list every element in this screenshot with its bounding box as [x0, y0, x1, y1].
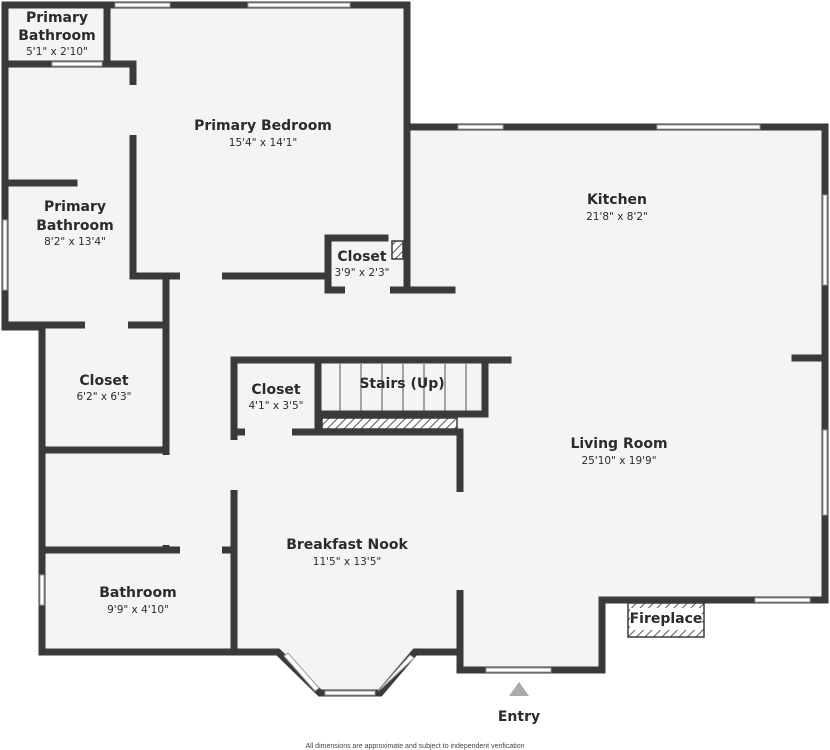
room-name: Stairs (Up) — [359, 376, 444, 392]
window — [2, 219, 8, 291]
room-name: Living Room — [570, 436, 667, 452]
room-label-breakfast-nook: Breakfast Nook 11'5" x 13'5" — [286, 537, 408, 568]
window — [39, 574, 45, 606]
room-dimensions: 5'1" x 2'10" — [26, 46, 88, 58]
room-name: Breakfast Nook — [286, 537, 408, 553]
room-dimensions: 6'2" x 6'3" — [76, 391, 131, 403]
room-name: Kitchen — [587, 192, 647, 208]
room-name: Bathroom — [18, 28, 96, 44]
room-label-primary-bath-small: Primary Bathroom 5'1" x 2'10" — [18, 10, 96, 58]
room-name: Bathroom — [36, 218, 114, 234]
windows — [2, 2, 828, 696]
room-dimensions: 4'1" x 3'5" — [248, 400, 303, 412]
fireplace-label-bg — [630, 608, 702, 630]
room-label-bathroom: Bathroom 9'9" x 4'10" — [99, 585, 177, 616]
room-dimensions: 3'9" x 2'3" — [334, 267, 389, 279]
entry-label: Entry — [498, 709, 540, 725]
room-dimensions: 15'4" x 14'1" — [229, 137, 297, 149]
window — [377, 654, 415, 692]
room-dimensions: 25'10" x 19'9" — [581, 455, 656, 467]
room-dimensions: 8'2" x 13'4" — [44, 236, 106, 248]
room-label-fireplace: Fireplace — [630, 608, 703, 630]
room-name: Primary — [26, 10, 88, 26]
room-label-stairs: Stairs (Up) — [359, 376, 444, 392]
walls — [1, 1, 829, 697]
stair-rail — [321, 417, 458, 430]
closet-shelf — [391, 240, 404, 260]
room-label-living-room: Living Room 25'10" x 19'9" — [570, 436, 667, 467]
door-openings — [85, 85, 465, 590]
room-name: Closet — [251, 382, 301, 398]
room-label-primary-bath: Primary Bathroom 8'2" x 13'4" — [36, 199, 114, 248]
window — [485, 667, 552, 673]
disclaimer: All dimensions are approximate and subje… — [305, 743, 524, 750]
room-label-closet-center: Closet 4'1" x 3'5" — [248, 382, 303, 412]
entry-arrow-icon — [509, 682, 529, 696]
room-name: Closet — [337, 249, 387, 265]
room-dimensions: 9'9" x 4'10" — [107, 604, 169, 616]
stair-treads — [321, 364, 467, 430]
window — [822, 429, 828, 516]
window — [754, 597, 811, 603]
window — [822, 194, 828, 286]
room-name: Primary — [44, 199, 106, 215]
floor-fills — [5, 5, 825, 693]
window — [324, 690, 376, 696]
room-name: Fireplace — [630, 611, 703, 627]
window — [457, 124, 504, 130]
window — [656, 124, 761, 130]
room-label-primary-bedroom: Primary Bedroom 15'4" x 14'1" — [194, 118, 332, 149]
room-dimensions: 11'5" x 13'5" — [313, 556, 381, 568]
window — [114, 2, 171, 8]
room-name: Primary Bedroom — [194, 118, 332, 134]
room-dimensions: 21'8" x 8'2" — [586, 211, 648, 223]
room-label-closet-bedroom: Closet 3'9" x 2'3" — [334, 249, 389, 279]
room-name: Closet — [79, 373, 129, 389]
window — [283, 652, 320, 692]
window — [247, 2, 351, 8]
window — [51, 61, 103, 67]
room-label-kitchen: Kitchen 21'8" x 8'2" — [586, 192, 648, 223]
room-name: Bathroom — [99, 585, 177, 601]
room-label-closet-left: Closet 6'2" x 6'3" — [76, 373, 131, 403]
